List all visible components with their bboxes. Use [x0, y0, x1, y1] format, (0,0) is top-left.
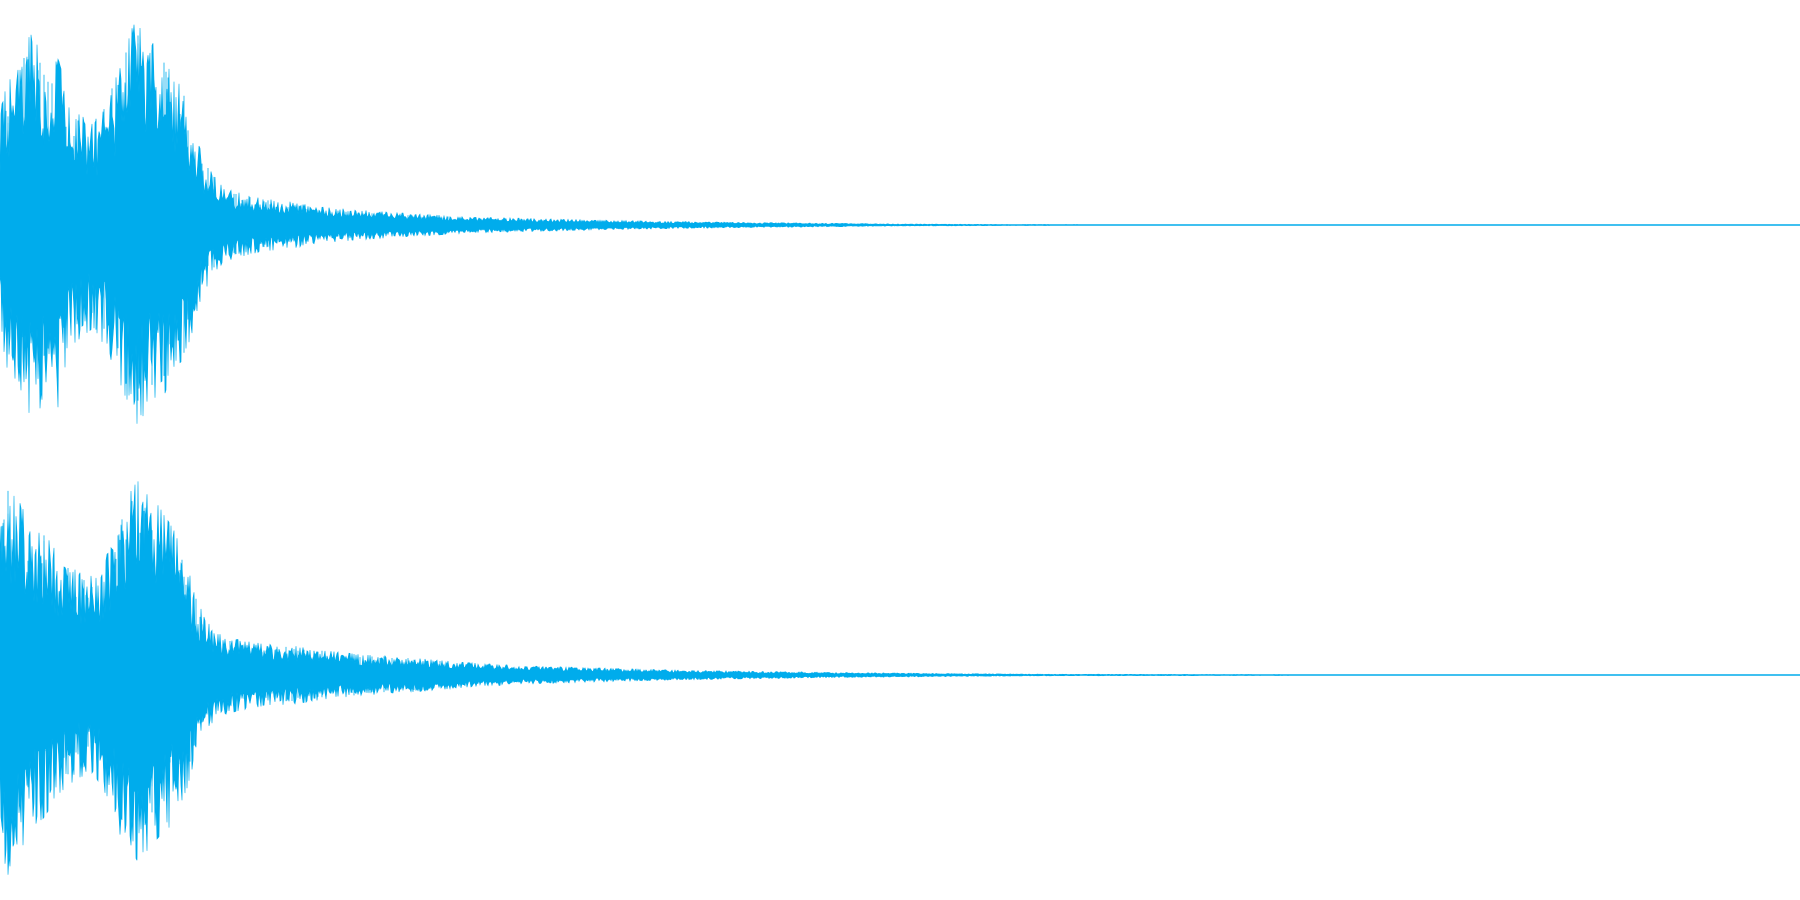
channel-right-plot — [0, 481, 1800, 875]
channel-right-waveform — [0, 450, 1800, 900]
channel-left-waveform — [0, 24, 1800, 424]
waveform-body — [0, 24, 1800, 424]
channel-left-plot — [0, 24, 1800, 424]
